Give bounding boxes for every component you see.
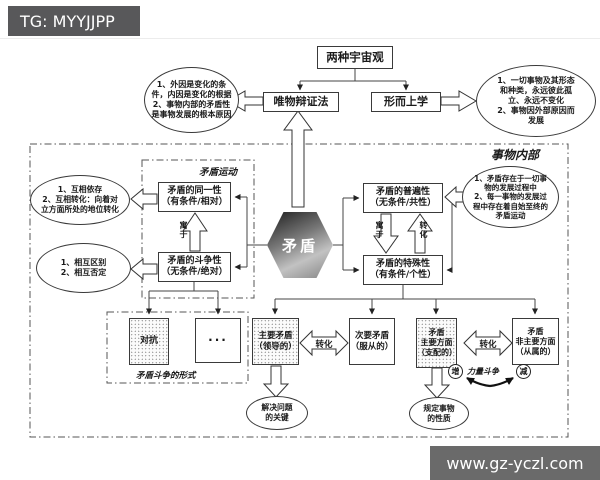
thin-connectors: [146, 69, 538, 315]
contradiction-hexagon: 矛盾: [267, 212, 333, 278]
antagonism-box: 对抗: [129, 318, 169, 365]
particularity-box: 矛盾的特殊性 （有条件/个性）: [363, 255, 443, 285]
identity-box: 矛盾的同一性 （有条件/相对）: [158, 182, 231, 212]
arrow-particularity-transform-up: [407, 213, 433, 254]
struggle-note-ellipse: 1、相互区别 2、相互否定: [36, 243, 131, 293]
arrow-struggle-resides-in-identity: [182, 212, 208, 252]
other-forms-box: ···: [195, 318, 241, 363]
movement-region-label: 矛盾运动: [199, 167, 238, 178]
transform-label-2: 转化: [479, 340, 497, 350]
reside-label-aspects: 寓于: [375, 221, 384, 239]
site-watermark-text: www.gz-yczl.com: [446, 453, 584, 473]
nonprincipal-aspect-box: 矛盾 非主要方面 （从属的）: [512, 318, 559, 365]
site-watermark-bar: www.gz-yczl.com: [430, 446, 600, 480]
arrow-metaphysics-to-note: [440, 90, 477, 112]
struggle-forms-region-label: 矛盾斗争的形式: [136, 371, 196, 381]
tg-watermark-tag: TG: MYYJJPP: [8, 6, 140, 36]
dialectics-box: 唯物辩证法: [263, 92, 339, 112]
transform-label-aspects: 转化: [419, 221, 428, 239]
increase-badge: 增: [448, 364, 463, 379]
movement-region-border: [141, 159, 255, 299]
reside-label-movement: 寓于: [179, 221, 188, 239]
arrow-struggle-to-note: [130, 257, 158, 281]
inside-region-border: [29, 143, 569, 438]
tg-tag-text: TG: MYYJJPP: [20, 11, 115, 31]
struggle-forms-region-border: [106, 311, 249, 384]
arrow-contradiction-to-dialectics: [283, 110, 313, 208]
arrow-identity-to-note: [130, 187, 158, 211]
defines-nature-ellipse: 规定事物 的性质: [409, 397, 469, 430]
arrow-principal-secondary-transform: [299, 329, 349, 357]
struggle-box: 矛盾的斗争性 （无条件/绝对）: [158, 252, 231, 282]
principal-contradiction-box: 主要矛盾 （领导的）: [252, 318, 299, 365]
identity-note-ellipse: 1、互相依存 2、互相转化：向着对 立方面所处的地位转化: [30, 175, 130, 225]
secondary-contradiction-box: 次要矛盾 （服从的）: [349, 318, 395, 365]
inside-note-ellipse: 1、矛盾存在于一切事 物的发展过程中 2、每一事物的发展过 程中存在着自始至终的…: [462, 166, 559, 228]
decrease-badge: 减: [516, 364, 531, 379]
metaphysics-box: 形而上学: [371, 92, 441, 112]
header-divider: [0, 38, 600, 39]
inside-region-label: 事物内部: [491, 148, 540, 162]
force-struggle-label: 力量斗争: [467, 367, 499, 376]
worldviews-root-box: 两种宇宙观: [317, 46, 393, 69]
principal-aspect-box: 矛盾 主要方面 （支配的）: [416, 318, 457, 368]
universality-box: 矛盾的普遍性 （无条件/共性）: [363, 183, 443, 213]
key-to-problems-ellipse: 解决问题 的关键: [246, 396, 308, 430]
arrow-principal-to-key: [262, 365, 290, 398]
transform-label-1: 转化: [315, 340, 333, 350]
metaphysics-note-ellipse: 1、一切事物及其形态 和种类，永远彼此孤 立、永远不变化 2、事物因外部原因而 …: [476, 65, 596, 137]
arrow-universality-resides-down: [373, 213, 399, 254]
arrow-aspect-to-nature: [423, 367, 451, 399]
dialectics-note-ellipse: 1、外因是变化的条 件，内因是变化的根据 2、事物内部的矛盾性 是事物发展的根本…: [144, 67, 239, 133]
force-struggle-arrow: [466, 377, 514, 388]
